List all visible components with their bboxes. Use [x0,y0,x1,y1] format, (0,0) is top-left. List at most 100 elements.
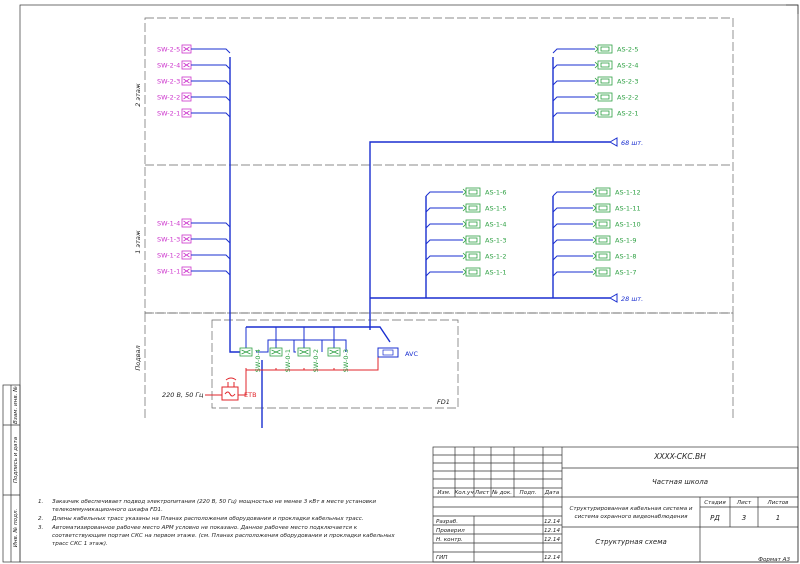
riser-count-floor2: 68 шт. [621,139,643,147]
as-label: AS-1-9 [615,236,637,244]
camera-lens [600,62,610,68]
as-f1r-5: AS-1-7 [552,267,637,277]
avc-label: AVC [405,350,418,358]
note-3-line-c: трасс СКС 1 этаж). [52,541,108,547]
camera-lens [598,237,608,243]
camera-lens [598,189,608,195]
side-inv-sub: Взам. инв. № [13,386,19,424]
as-f1l-2: AS-1-4 [425,219,507,229]
switch-f2-4: SW-2-1 [157,108,231,118]
role-checker: Проверил [436,528,465,534]
note-3-num: 3. [38,525,44,531]
etb-label: ETB [244,391,257,399]
rack-switch-3: SW-0-3 [327,347,350,372]
camera-lens [468,253,478,259]
as-label: AS-1-6 [485,188,507,196]
camera-lens [598,253,608,259]
switch-link [191,222,231,228]
switch-f1-2: SW-1-2 [157,250,231,260]
camera-lens [598,205,608,211]
side-stamp: Инв. № подл. Подпись и дата Взам. инв. № [2,384,21,563]
note-3-line-a: Автоматизированное рабочее место АРМ усл… [51,525,358,531]
riser-arrow-floor1 [608,293,618,303]
power-label: 220 В, 50 Гц [162,391,204,399]
as-arrow [592,268,597,276]
as-label: AS-1-8 [615,252,637,260]
as-link [552,271,593,277]
switch-label: SW-1-4 [157,219,180,227]
switch-label: SW-2-1 [157,109,180,117]
as-label: AS-2-1 [617,109,639,117]
switch-label: SW-2-5 [157,45,180,53]
switch-glyph [183,78,190,84]
rack-fd1 [211,319,459,409]
camera-lens [600,78,610,84]
doc-title-line2: система охранного видеонаблюдения [575,514,689,520]
role-normcontrol: Н. контр. [436,537,463,543]
avc-icon [382,349,394,356]
riser-arrow-floor2 [608,137,618,147]
sheet-title: Структурная схема [595,538,667,546]
camera-lens [468,269,478,275]
sw-floor2-group: SW-2-5SW-2-4SW-2-3SW-2-2SW-2-1 [157,44,231,118]
as-link [552,223,593,229]
corner-mark [786,4,799,14]
as-link [425,191,463,197]
as-f2-2: AS-2-3 [552,76,639,86]
camera-icon [597,76,613,86]
as-label: AS-1-1 [485,268,507,276]
as-label: AS-2-5 [617,45,639,53]
camera-icon [465,219,481,229]
camera-lens [600,46,610,52]
as-link [425,239,463,245]
side-stamp-frame [2,384,21,563]
as-f2-1: AS-2-4 [552,60,639,70]
as-link [552,64,595,70]
as-link [552,96,595,102]
camera-icon [597,44,613,54]
as-link [552,80,595,86]
as-arrow [594,77,599,85]
switch-label: SW-2-2 [157,93,180,101]
side-sign-date: Подпись и дата [13,436,19,483]
switch-f2-1: SW-2-4 [157,60,231,70]
etb-box [221,386,239,401]
as-f2-3: AS-2-2 [552,92,639,102]
rack-switch-label: SW-0-4 [254,349,262,372]
camera-icon [465,235,481,245]
switch-label: SW-1-1 [157,267,180,275]
power-lines [238,356,379,396]
camera-lens [598,221,608,227]
title-block: XXXX-СКС.ВН Частная школа Структурирован… [432,446,799,563]
as-arrow [592,204,597,212]
note-1-line-a: Заказчик обеспечивает подвод электропита… [52,499,376,505]
stage-label: Стадия [704,500,726,506]
switch-glyph [183,252,190,258]
date-4: 12.14 [544,555,560,561]
basement-label: Подвал [134,345,142,370]
as-label: AS-1-11 [615,204,641,212]
as-link [425,223,463,229]
switch-link [191,48,231,54]
rack-switch-0: SW-0-4 [239,347,262,372]
as-label: AS-2-2 [617,93,639,101]
as-arrow [592,252,597,260]
as-f1l-5: AS-1-1 [425,267,507,277]
as-f1l-4: AS-1-2 [425,251,507,261]
switch-link [191,64,231,70]
rack-switch-glyph [241,349,251,355]
as-f1r-3: AS-1-9 [552,235,637,245]
as-label: AS-1-12 [615,188,641,196]
as-arrow [594,109,599,117]
camera-lens [468,205,478,211]
doc-code: XXXX-СКС.ВН [653,452,706,461]
switch-f2-2: SW-2-3 [157,76,231,86]
as-link [425,271,463,277]
floor-1-label: 1 этаж [134,230,142,254]
camera-lens [468,189,478,195]
switch-label: SW-2-3 [157,77,180,85]
as-arrow [592,236,597,244]
camera-icon [465,267,481,277]
